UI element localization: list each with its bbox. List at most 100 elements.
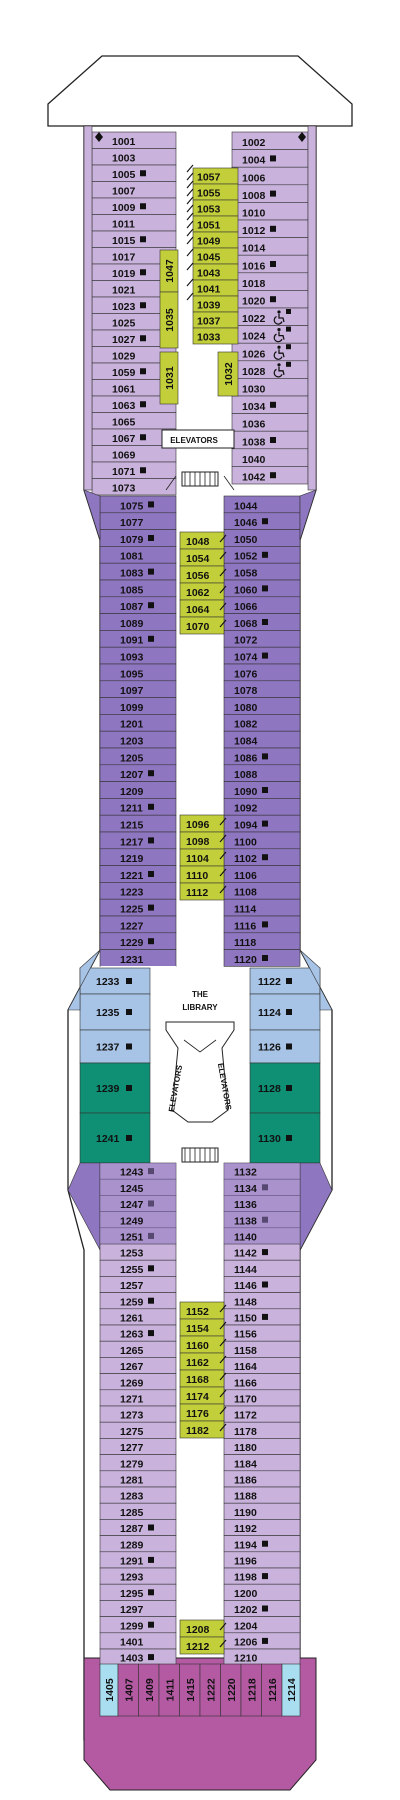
cabin-1126[interactable] bbox=[249, 1029, 321, 1064]
library-elevators bbox=[165, 1021, 235, 1123]
cabin-number-1204: 1204 bbox=[234, 1620, 258, 1632]
cabin-number-1080: 1080 bbox=[234, 702, 258, 714]
cabin-number-1297: 1297 bbox=[120, 1604, 144, 1616]
cabin-number-1411: 1411 bbox=[164, 1678, 176, 1701]
cabin-number-1009: 1009 bbox=[112, 202, 136, 214]
cabin-number-1223: 1223 bbox=[120, 887, 144, 899]
cabin-number-1136: 1136 bbox=[234, 1199, 257, 1211]
cabin-number-1038: 1038 bbox=[242, 436, 266, 448]
cabin-1212[interactable] bbox=[179, 1636, 225, 1655]
door-mark bbox=[219, 1338, 227, 1347]
cabin-number-1053: 1053 bbox=[197, 204, 221, 216]
diamond-marker bbox=[298, 132, 306, 142]
cabin-number-1008: 1008 bbox=[242, 190, 266, 202]
cabin-number-1095: 1095 bbox=[120, 668, 144, 680]
stairs-aft bbox=[181, 1147, 219, 1163]
cabin-1035[interactable] bbox=[159, 291, 179, 349]
square-marker bbox=[148, 1524, 154, 1531]
cabin-1033[interactable] bbox=[192, 327, 239, 345]
cabin-1239[interactable] bbox=[79, 1062, 151, 1114]
cabin-number-1211: 1211 bbox=[120, 803, 143, 815]
cabin-number-1285: 1285 bbox=[120, 1507, 144, 1519]
door-mark bbox=[219, 1622, 227, 1631]
cabin-number-1006: 1006 bbox=[242, 172, 266, 184]
bow-outline bbox=[47, 55, 353, 127]
square-marker bbox=[140, 203, 146, 210]
cabin-1122[interactable] bbox=[249, 967, 321, 995]
cabin-number-1138: 1138 bbox=[234, 1215, 257, 1227]
cabin-number-1029: 1029 bbox=[112, 351, 136, 363]
cabin-1130[interactable] bbox=[249, 1112, 321, 1164]
cabin-number-1277: 1277 bbox=[120, 1442, 144, 1454]
cabin-number-1035: 1035 bbox=[164, 308, 176, 332]
square-marker bbox=[148, 803, 154, 810]
cabin-number-1299: 1299 bbox=[120, 1620, 144, 1632]
cabin-number-1164: 1164 bbox=[234, 1361, 257, 1373]
cabin-number-1094: 1094 bbox=[234, 820, 258, 832]
cabin-number-1064: 1064 bbox=[186, 604, 210, 616]
cabin-1128[interactable] bbox=[249, 1062, 321, 1114]
cabin-number-1007: 1007 bbox=[112, 186, 136, 198]
cabin-1241[interactable] bbox=[79, 1112, 151, 1164]
cabin-1182[interactable] bbox=[179, 1420, 225, 1439]
cabin-number-1162: 1162 bbox=[186, 1357, 209, 1369]
cabin-number-1069: 1069 bbox=[112, 450, 136, 462]
square-marker bbox=[148, 1621, 154, 1628]
cabin-number-1026: 1026 bbox=[242, 348, 266, 360]
cabin-number-1040: 1040 bbox=[242, 454, 266, 466]
door-mark bbox=[219, 1423, 227, 1432]
door-mark bbox=[219, 868, 227, 877]
square-marker bbox=[140, 170, 146, 177]
cabin-number-1263: 1263 bbox=[120, 1329, 144, 1341]
cabin-1032[interactable] bbox=[217, 351, 239, 397]
cabin-number-1207: 1207 bbox=[120, 769, 144, 781]
cabin-number-1267: 1267 bbox=[120, 1361, 144, 1373]
library-label-line1: THE bbox=[192, 990, 209, 999]
cabin-number-1087: 1087 bbox=[120, 601, 144, 613]
square-marker bbox=[148, 602, 154, 609]
cabin-number-1218: 1218 bbox=[246, 1678, 258, 1702]
cabin-1070[interactable] bbox=[179, 616, 225, 635]
door-mark bbox=[219, 1389, 227, 1398]
cabin-number-1287: 1287 bbox=[120, 1523, 144, 1535]
cabin-1124[interactable] bbox=[249, 993, 321, 1031]
cabin-number-1098: 1098 bbox=[186, 836, 210, 848]
elevators-top-label: ELEVATORS bbox=[170, 436, 218, 445]
cabin-1237[interactable] bbox=[79, 1029, 151, 1064]
cabin-1235[interactable] bbox=[79, 993, 151, 1031]
cabin-number-1043: 1043 bbox=[197, 268, 221, 280]
cabin-number-1084: 1084 bbox=[234, 736, 258, 748]
cabin-number-1409: 1409 bbox=[144, 1678, 156, 1702]
cabin-number-1037: 1037 bbox=[197, 316, 221, 328]
square-marker bbox=[140, 236, 146, 243]
door-mark bbox=[219, 1355, 227, 1364]
cabin-number-1114: 1114 bbox=[234, 904, 256, 916]
cabin-1233[interactable] bbox=[79, 967, 151, 995]
cabin-number-1039: 1039 bbox=[197, 300, 221, 312]
tint bbox=[100, 1179, 176, 1196]
cabin-1214[interactable] bbox=[281, 1663, 301, 1717]
cabin-number-1214: 1214 bbox=[286, 1678, 298, 1702]
cabin-number-1112: 1112 bbox=[186, 887, 208, 899]
cabin-number-1106: 1106 bbox=[234, 870, 257, 882]
cabin-1031[interactable] bbox=[159, 351, 179, 405]
cabin-number-1178: 1178 bbox=[234, 1426, 257, 1438]
cabin-number-1100: 1100 bbox=[234, 836, 257, 848]
cabin-number-1067: 1067 bbox=[112, 433, 136, 445]
square-marker bbox=[270, 296, 276, 303]
door-mark bbox=[186, 180, 194, 189]
door-mark bbox=[219, 1372, 227, 1381]
cabin-number-1231: 1231 bbox=[120, 954, 144, 966]
square-marker bbox=[262, 1249, 268, 1256]
cabin-number-1108: 1108 bbox=[234, 887, 257, 899]
cabin-number-1198: 1198 bbox=[234, 1572, 257, 1584]
cabin-number-1050: 1050 bbox=[234, 534, 258, 546]
door-mark bbox=[219, 885, 227, 894]
cabin-number-1166: 1166 bbox=[234, 1377, 257, 1389]
cabin-1112[interactable] bbox=[179, 882, 225, 901]
cabin-number-1192: 1192 bbox=[234, 1523, 257, 1535]
cabin-number-1060: 1060 bbox=[234, 584, 258, 596]
cabin-number-1186: 1186 bbox=[234, 1475, 257, 1487]
cabin-number-1089: 1089 bbox=[120, 618, 144, 630]
square-marker bbox=[286, 978, 292, 984]
